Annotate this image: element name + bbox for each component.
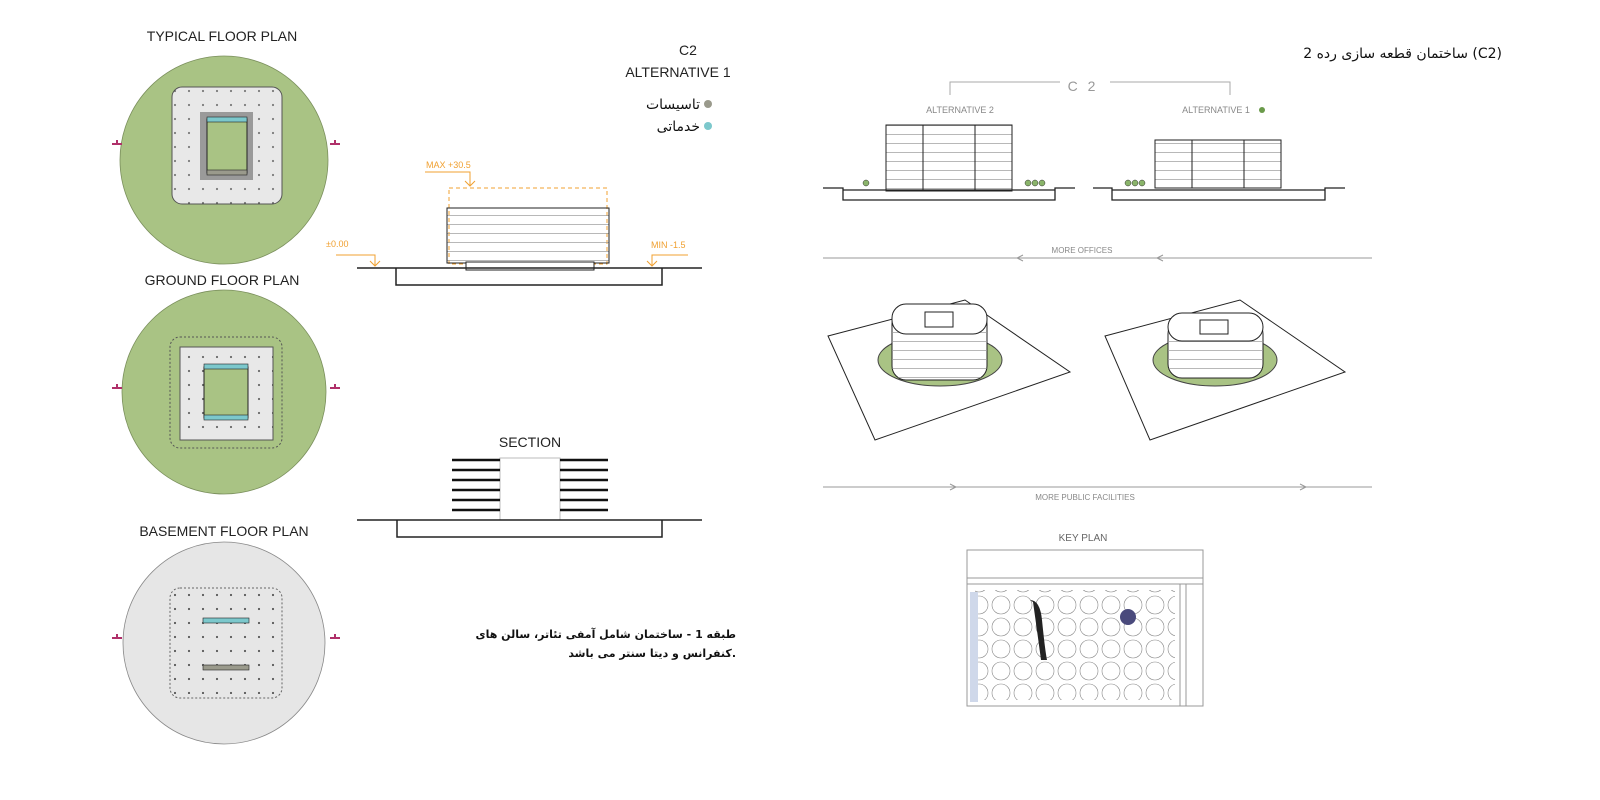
- section-drawing: SECTION: [357, 434, 702, 538]
- legend-label-installations: تاسیسات: [646, 97, 700, 113]
- typical-floor-plan: TYPICAL FLOOR PLAN: [112, 28, 340, 265]
- typical-floor-plan-title: TYPICAL FLOOR PLAN: [147, 28, 297, 44]
- selected-dot-icon: [1259, 107, 1265, 113]
- alternative-2-label: ALTERNATIVE 2: [926, 105, 994, 115]
- key-plan-title: KEY PLAN: [1059, 533, 1108, 544]
- sheet-title: ساختمان قطعه سازی رده 2 (C2): [1303, 46, 1502, 62]
- more-public-facilities-axis: MORE PUBLIC FACILITIES: [823, 483, 1372, 502]
- description: طبقه 1 - ساختمان شامل آمفی تئاتر، سالن ه…: [476, 627, 737, 660]
- more-offices-axis: MORE OFFICES: [823, 246, 1372, 262]
- ground-floor-plan-title: GROUND FLOOR PLAN: [145, 272, 300, 288]
- axonometric-alt-1: [1104, 299, 1347, 441]
- section-marker-icon: [330, 384, 340, 389]
- description-line-1: طبقه 1 - ساختمان شامل آمفی تئاتر، سالن ه…: [476, 627, 737, 641]
- service-strip: [206, 169, 248, 176]
- max-height-label: MAX +30.5: [426, 160, 471, 170]
- site-location-marker: [1120, 609, 1136, 625]
- basement-floor-plan: BASEMENT FLOOR PLAN: [112, 523, 340, 745]
- elevation-header: C2 ALTERNATIVE 1 تاسیسات خدماتی: [625, 42, 731, 135]
- code-label: C2: [679, 42, 697, 58]
- tree-icons: [862, 179, 1146, 187]
- alternatives-elevations: C 2 ALTERNATIVE 2 ALTERNATIVE 1: [823, 78, 1345, 201]
- description-line-2: کنفرانس و دیتا سنتر می باشد.: [568, 647, 736, 660]
- section-marker-icon: [330, 634, 340, 639]
- min-level-label: MIN -1.5: [651, 240, 686, 250]
- axonometric-alt-2: [827, 299, 1072, 441]
- alternative-1-label: ALTERNATIVE 1: [1182, 105, 1250, 115]
- elevation-drawing: MAX +30.5 ±0.00 MIN -1.5: [326, 160, 702, 286]
- basement-floor-plan-title: BASEMENT FLOOR PLAN: [139, 523, 308, 539]
- ground-floor-plan: GROUND FLOOR PLAN: [112, 272, 340, 495]
- section-marker-icon: [330, 140, 340, 145]
- more-offices-label: MORE OFFICES: [1052, 246, 1113, 255]
- section-marker-icon: [112, 384, 122, 389]
- zero-level-label: ±0.00: [326, 239, 348, 249]
- more-public-facilities-label: MORE PUBLIC FACILITIES: [1035, 493, 1135, 502]
- key-plan: KEY PLAN: [966, 533, 1204, 707]
- c2-label: C 2: [1068, 78, 1099, 94]
- legend-label-services: خدماتی: [657, 119, 700, 135]
- service-strip: [206, 116, 248, 123]
- alternative-label: ALTERNATIVE 1: [625, 64, 731, 80]
- section-marker-icon: [112, 140, 122, 145]
- legend-dot-icon: [704, 100, 712, 108]
- section-title: SECTION: [499, 434, 561, 450]
- legend-dot-icon: [704, 122, 712, 130]
- section-marker-icon: [112, 634, 122, 639]
